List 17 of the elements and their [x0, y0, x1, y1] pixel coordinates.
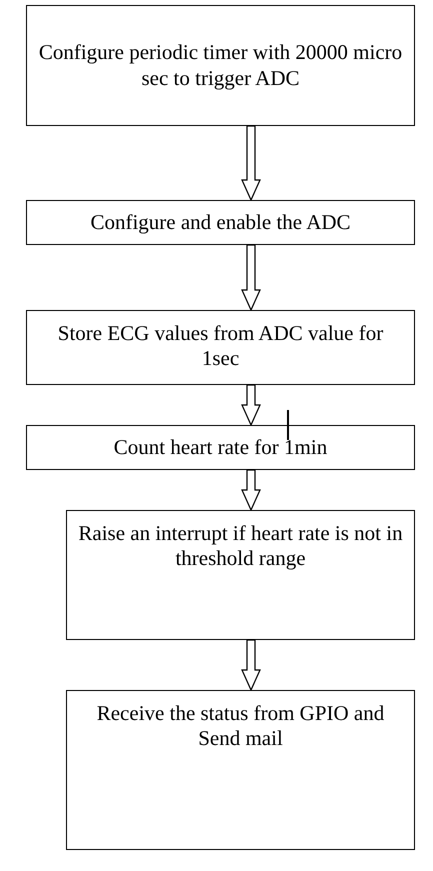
step-text: Count heart rate for 1min — [114, 434, 328, 460]
step-text: Configure periodic timer with 20000 micro sec to trigger ADC — [38, 40, 404, 91]
hollow-arrow — [241, 125, 261, 202]
hollow-arrow — [241, 469, 261, 512]
process-box — [26, 425, 415, 470]
step-text: Receive the status from GPIO and Send mail — [96, 701, 386, 752]
process-box — [66, 510, 415, 640]
step-text: Configure and enable the ADC — [90, 210, 351, 236]
step-text: Raise an interrupt if heart rate is not in threshold range — [77, 521, 404, 572]
process-box — [26, 200, 415, 245]
hollow-arrow — [241, 244, 261, 312]
process-box — [66, 690, 415, 850]
step-text: Store ECG values from ADC value for 1sec — [56, 321, 384, 372]
process-box — [26, 5, 415, 126]
hollow-arrow — [241, 384, 261, 426]
process-box — [26, 310, 415, 385]
hollow-arrow — [241, 639, 261, 692]
